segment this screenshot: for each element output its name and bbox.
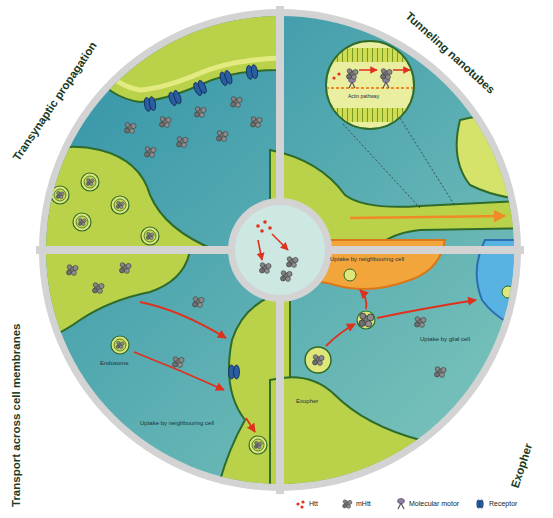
part-label: Uptake by glial cell — [420, 336, 470, 343]
section-title: Transport across cell membranes — [9, 324, 24, 507]
legend-text: mHtt — [356, 500, 371, 508]
part-label: Uptake by neighbouring cell — [330, 256, 404, 263]
part-label: Endosome — [100, 360, 129, 367]
section-title: Exopher — [508, 442, 536, 490]
legend-text: Htt — [309, 500, 318, 508]
legend-text: Receptor — [489, 500, 517, 508]
legend-text: Molecular motor — [409, 500, 459, 508]
part-label: Actin pathway — [348, 93, 379, 99]
part-label: Uptake by neighbouring cell — [140, 420, 214, 427]
part-label: Exopher — [296, 398, 318, 405]
